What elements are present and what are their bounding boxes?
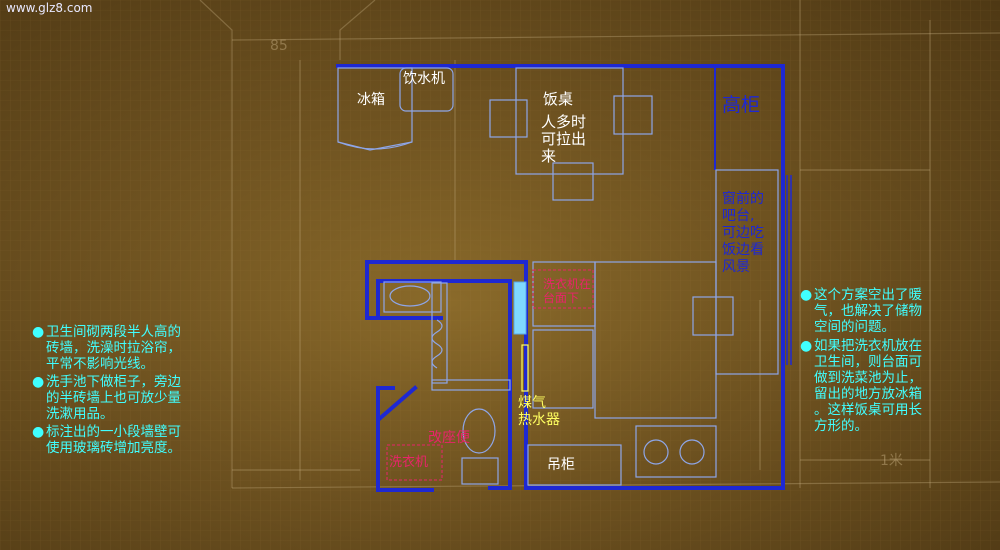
gas-heater-label: 煤气 热水器 [518,395,560,429]
note-line: 这个方案空出了暖 [814,287,922,303]
note-item: ● 洗手池下做柜子，旁边 的半砖墙上也可放少量 洗漱用品。 [32,374,181,422]
note-line: 如果把洗衣机放在 [814,338,922,354]
note-line: 使用玻璃砖增加亮度。 [46,440,181,456]
note-item: ● 如果把洗衣机放在 卫生间，则台面可 做到洗菜池为止， 留出的地方放冰箱 。这… [800,338,922,434]
water-dispenser-label: 饮水机 [403,71,445,87]
washer-note-line: 洗衣机在 [543,277,592,291]
note-line: 做到洗菜池为止， [814,370,922,386]
table-note-line: 人多时 [541,113,587,131]
note-line: 洗手池下做柜子，旁边 [46,374,181,390]
washer-under-counter-label: 洗衣机在 台面下 [543,277,591,305]
heater-line: 煤气 [518,395,546,411]
bath-washer-label: 洗衣机 [389,455,429,470]
note-line: 的半砖墙上也可放少量 [46,390,181,406]
note-line: 气，也解决了储物 [814,303,922,319]
note-line: 卫生间砌两段半人高的 [46,324,181,340]
hanging-cabinet-label: 吊柜 [547,457,575,473]
bar-line: 可边吃 [722,225,764,241]
note-item: ● 卫生间砌两段半人高的 砖墙，洗澡时拉浴帘， 平常不影响光线。 [32,324,181,372]
dining-table-label: 饭桌 [543,90,574,108]
bar-line: 饭边看 [722,242,764,258]
note-line: 平常不影响光线。 [46,356,154,372]
left-notes: ● 卫生间砌两段半人高的 砖墙，洗澡时拉浴帘， 平常不影响光线。 ● 洗手池下做… [32,324,181,456]
note-line: 标注出的一小段墙壁可 [46,424,181,440]
note-line: 空间的问题。 [814,319,895,335]
tall-cabinet-label: 高柜 [722,94,761,116]
table-note-line: 来 [541,147,557,165]
note-item: ● 这个方案空出了暖 气，也解决了储物 空间的问题。 [800,287,922,335]
note-line: 卫生间，则台面可 [814,354,922,370]
heater-line: 热水器 [518,412,560,428]
bar-line: 窗前的 [722,191,764,207]
bar-line: 吧台, [722,208,755,224]
note-item: ● 标注出的一小段墙壁可 使用玻璃砖增加亮度。 [32,424,181,456]
table-note-line: 可拉出 [541,130,587,148]
right-notes: ● 这个方案空出了暖 气，也解决了储物 空间的问题。 ● 如果把洗衣机放在 卫生… [800,287,922,434]
fridge-label: 冰箱 [357,92,385,108]
note-line: 方形的。 [814,418,868,434]
note-line: 洗漱用品。 [46,406,114,422]
washer-note-line: 台面下 [543,291,580,305]
scale-label: 1米 [880,453,903,469]
bar-line: 风景 [722,259,750,275]
note-line: 留出的地方放冰箱 [814,386,922,402]
bar-counter-label: 窗前的 吧台, 可边吃 饭边看 风景 [722,191,764,276]
watermark: www.glz8.com [6,1,93,15]
note-line: 砖墙，洗澡时拉浴帘， [46,340,181,356]
toilet-change-label: 改座便 [428,430,470,446]
note-line: 。这样饭桌可用长 [814,402,922,418]
table-note: 人多时 可拉出 来 [541,114,586,165]
dimension-label: 85 [270,38,288,54]
